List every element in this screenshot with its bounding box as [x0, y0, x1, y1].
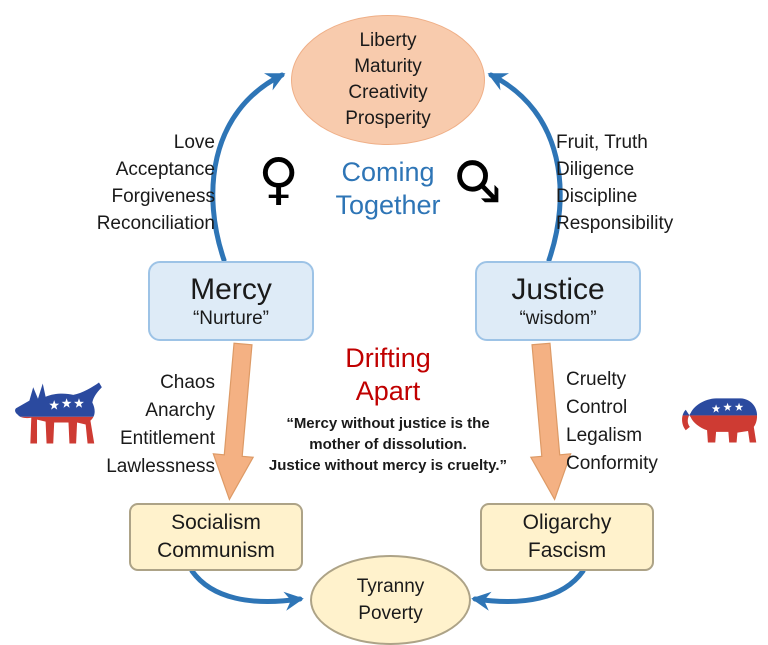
list-item: Discipline: [556, 186, 638, 207]
republican-elephant-icon: [682, 398, 758, 443]
quote-line: “Mercy without justice is the: [286, 415, 490, 432]
mercy-virtues-list: Love Acceptance Forgiveness Reconciliati…: [30, 129, 215, 237]
list-item: Forgiveness: [111, 186, 216, 207]
oligarchy-box: Oligarchy Fascism: [480, 503, 654, 571]
list-item: Reconciliation: [96, 213, 215, 234]
list-item: Anarchy: [145, 400, 215, 421]
socialism-to-tyranny-arrow: [189, 568, 304, 611]
socialism-box: Socialism Communism: [129, 503, 303, 571]
coming-together-line2: Together: [335, 190, 441, 220]
coming-together-label: Coming Together: [308, 156, 468, 222]
unity-line: Maturity: [354, 56, 422, 77]
unity-line: Prosperity: [345, 108, 431, 129]
list-item: Conformity: [566, 453, 658, 474]
justice-box: Justice “wisdom”: [475, 261, 641, 341]
list-item: Responsibility: [556, 213, 674, 234]
list-item: Love: [173, 132, 215, 153]
list-item: Diligence: [556, 159, 635, 180]
mercy-to-unity-arrow: [210, 72, 286, 263]
unity-line: Liberty: [359, 30, 417, 51]
mercy-title: Mercy: [190, 272, 272, 306]
list-item: Cruelty: [566, 369, 627, 390]
tyranny-line: Tyranny: [356, 576, 425, 597]
unity-line: Creativity: [348, 82, 428, 103]
list-item: Legalism: [566, 425, 643, 446]
mercy-vices-list: Chaos Anarchy Entitlement Lawlessness: [60, 369, 215, 481]
list-item: Entitlement: [119, 428, 215, 449]
list-item: Control: [566, 397, 628, 418]
drifting-apart-line1: Drifting: [345, 343, 431, 373]
justice-virtues-list: Fruit, Truth Diligence Discipline Respon…: [556, 129, 756, 237]
justice-vices-list: Cruelty Control Legalism Conformity: [566, 366, 726, 478]
quote-line: Justice without mercy is cruelty.”: [268, 457, 508, 474]
list-item: Acceptance: [115, 159, 215, 180]
oligarchy-to-tyranny-arrow: [471, 568, 586, 611]
justice-title: Justice: [511, 272, 605, 306]
democratic-donkey-icon: [15, 382, 102, 444]
unity-ellipse: Liberty Maturity Creativity Prosperity: [291, 15, 485, 145]
female-symbol-glyph: ♀: [258, 147, 300, 212]
drifting-apart-line2: Apart: [355, 376, 421, 406]
mercy-subtitle: “Nurture”: [192, 307, 269, 329]
mercy-to-socialism-arrow: [212, 342, 255, 501]
oligarchy-line: Oligarchy: [522, 511, 612, 534]
poverty-line: Poverty: [358, 603, 423, 624]
list-item: Chaos: [160, 372, 215, 393]
justice-to-unity-arrow: [487, 72, 563, 263]
list-item: Lawlessness: [106, 456, 215, 477]
drifting-apart-label: Drifting Apart: [308, 342, 468, 408]
justice-to-oligarchy-arrow: [529, 342, 572, 501]
coming-together-line1: Coming: [341, 157, 435, 187]
justice-subtitle: “wisdom”: [519, 307, 597, 329]
female-symbol-icon: ♀: [258, 152, 299, 208]
mercy-box: Mercy “Nurture”: [148, 261, 314, 341]
list-item: Fruit, Truth: [556, 132, 648, 153]
tyranny-ellipse: Tyranny Poverty: [310, 555, 471, 645]
male-symbol-icon: ♂: [444, 150, 509, 206]
communism-line: Communism: [157, 539, 275, 562]
socialism-line: Socialism: [171, 511, 261, 534]
quote-line: mother of dissolution.: [309, 436, 467, 453]
quote-text: “Mercy without justice is the mother of …: [250, 413, 526, 476]
male-symbol-glyph: ♂: [443, 155, 509, 206]
fascism-line: Fascism: [527, 539, 607, 562]
